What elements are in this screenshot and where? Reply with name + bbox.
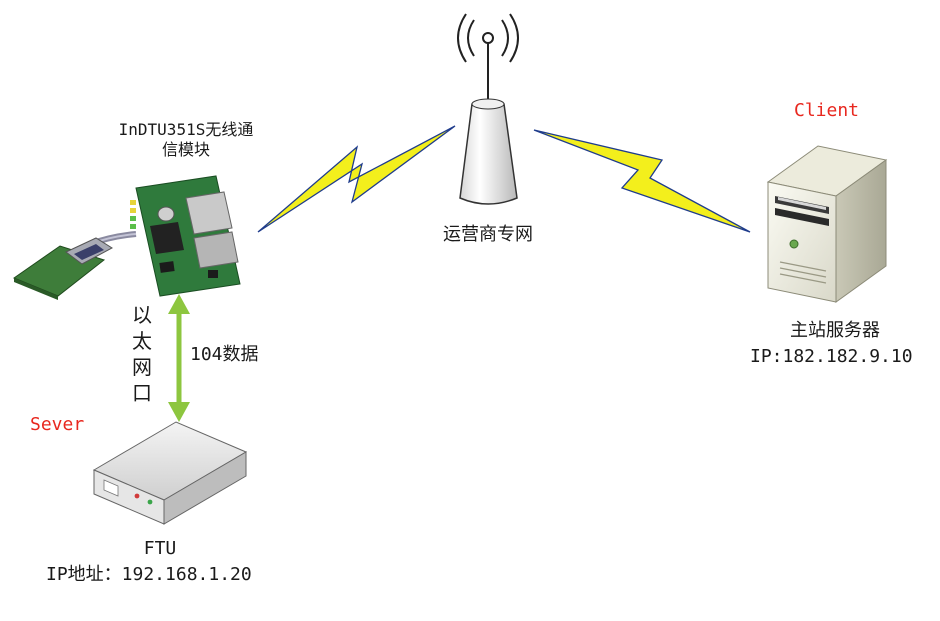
client-role-label: Client [794, 100, 860, 121]
module-label-line2: 信模块 [161, 140, 210, 159]
ethernet-label-char: 以 [132, 303, 152, 327]
ethernet-label-char: 口 [132, 381, 152, 405]
client-name: 主站服务器 [790, 320, 880, 341]
ethernet-label-char: 网 [132, 355, 152, 379]
wireless-link-right-icon [533, 129, 751, 233]
wireless-link-left-icon [257, 125, 456, 233]
server-role-label: Sever [30, 414, 85, 435]
server-ip: IP地址：192.168.1.20 [46, 564, 252, 585]
antenna-tower-icon [457, 13, 519, 205]
ethernet-label: 以 太 网 口 [132, 302, 152, 406]
server-computer-icon [766, 145, 888, 303]
tower-label: 运营商专网 [443, 224, 533, 245]
module-label-line1: InDTU351S无线通 [118, 120, 254, 139]
ethernet-link-arrow [168, 294, 190, 422]
client-ip: IP:182.182.9.10 [750, 346, 913, 367]
ethernet-label-char: 太 [132, 329, 152, 353]
module-label: InDTU351S无线通 信模块 [96, 120, 276, 160]
protocol-label: 104数据 [190, 344, 259, 365]
dtu-module-icon [12, 175, 241, 300]
ftu-device-icon [92, 421, 248, 525]
server-name: FTU [143, 538, 177, 559]
